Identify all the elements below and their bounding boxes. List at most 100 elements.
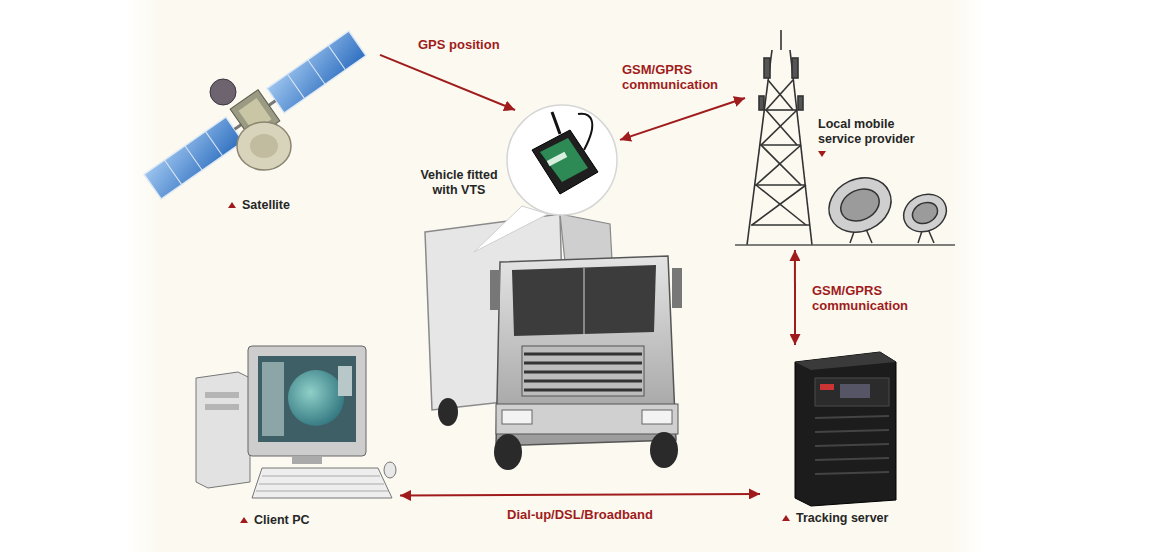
pc-picture: [262, 362, 284, 436]
connector-arrow: [380, 55, 515, 110]
pc-picture: [259, 484, 384, 485]
truck-picture: [502, 410, 532, 424]
server-picture: [795, 352, 896, 370]
tower-picture: [747, 50, 772, 245]
satellite-picture: [287, 74, 304, 99]
tower-picture: [792, 58, 798, 78]
pc-picture: [196, 372, 250, 488]
dish-antenna: [820, 168, 953, 243]
server-picture: [815, 444, 889, 446]
tower-picture: [751, 224, 809, 226]
satellite-picture: [267, 31, 366, 113]
pc-picture: [258, 356, 356, 442]
pc-picture: [196, 346, 396, 498]
vehicle-node: Vehicle fitted with VTS: [415, 110, 620, 225]
tower-picture: [735, 244, 955, 246]
truck-picture: [522, 346, 644, 396]
dish-antenna: [909, 198, 941, 227]
truck-picture: [524, 371, 642, 374]
tower-picture: [756, 145, 801, 185]
truck-picture: [672, 268, 682, 308]
connector-label: Dial-up/DSL/Broadband: [507, 507, 653, 522]
node-label: Vehicle fitted with VTS: [415, 168, 503, 198]
pc-picture: [292, 456, 322, 464]
tower-picture: [752, 185, 806, 225]
satellite-picture: [205, 131, 222, 156]
truck-picture: [490, 270, 500, 310]
pc-picture: [256, 491, 388, 492]
truck-picture: [642, 410, 672, 424]
pc-picture: [248, 346, 366, 456]
tower-picture: [755, 184, 806, 186]
server-picture: [815, 430, 889, 432]
truck-picture: [524, 353, 642, 356]
satellite-picture: [164, 160, 181, 185]
truck-picture: [425, 214, 682, 470]
satellite-dish: [210, 79, 236, 105]
satellite-dish: [250, 134, 278, 158]
truck-picture: [524, 380, 642, 383]
server-picture: [815, 416, 889, 418]
connector-label: GSM/GPRS communication: [812, 283, 937, 313]
node-label: Client PC: [240, 513, 310, 528]
callout-bubble: [474, 105, 617, 252]
vts-device: [540, 138, 588, 182]
dish-antenna: [820, 168, 900, 242]
connector-arrow: [794, 250, 796, 345]
node-label: Tracking server: [782, 511, 888, 526]
truck-picture: [524, 362, 642, 365]
tower-picture: [760, 144, 801, 146]
pc-picture: [205, 404, 239, 410]
tower-picture: [766, 80, 793, 110]
truck-picture: [438, 398, 458, 426]
truck-picture: [650, 432, 678, 468]
satellite-node: Satellite: [145, 10, 380, 220]
connector-label: GSM/GPRS communication: [622, 62, 734, 92]
satellite-picture: [144, 117, 243, 199]
server-picture: [815, 378, 889, 406]
pc-picture: [288, 370, 344, 426]
node-label: Local mobile service provider: [818, 117, 940, 157]
truck-picture: [524, 389, 642, 392]
tower-picture: [761, 110, 797, 145]
tower-picture: [798, 96, 803, 110]
tower-picture: [735, 30, 955, 245]
server-picture: [815, 458, 889, 460]
dish-antenna: [836, 183, 885, 227]
satellite-dish: [237, 122, 291, 170]
pc-picture: [384, 462, 396, 478]
server-picture: [815, 472, 889, 474]
vts-device: [552, 112, 560, 134]
connector-arrow: [400, 494, 760, 496]
pc-picture: [252, 468, 392, 498]
tower-picture: [765, 109, 797, 111]
dish-antenna: [897, 187, 952, 238]
pc-picture: [338, 366, 352, 396]
truck-picture: [512, 265, 656, 336]
connector-arrow: [620, 98, 745, 140]
node-label: Satellite: [228, 198, 290, 213]
background-panel: [125, 0, 985, 552]
connector-label: GPS position: [418, 37, 500, 52]
vts-device: [532, 112, 598, 194]
client-node: Client PC: [190, 340, 400, 532]
tower-picture: [759, 96, 764, 110]
satellite-picture: [185, 146, 202, 171]
vts-device: [547, 152, 567, 167]
server-picture: [840, 384, 870, 398]
provider-node: Local mobile service provider: [745, 60, 970, 250]
server-picture: [795, 352, 896, 506]
truck-picture: [583, 268, 585, 334]
truck-picture: [494, 434, 522, 470]
server-picture: [820, 384, 834, 390]
pc-picture: [205, 392, 239, 398]
server-picture: [795, 352, 896, 506]
satellite-picture: [328, 45, 345, 70]
satellite-picture: [308, 60, 325, 85]
server-node: Tracking server: [760, 345, 930, 530]
